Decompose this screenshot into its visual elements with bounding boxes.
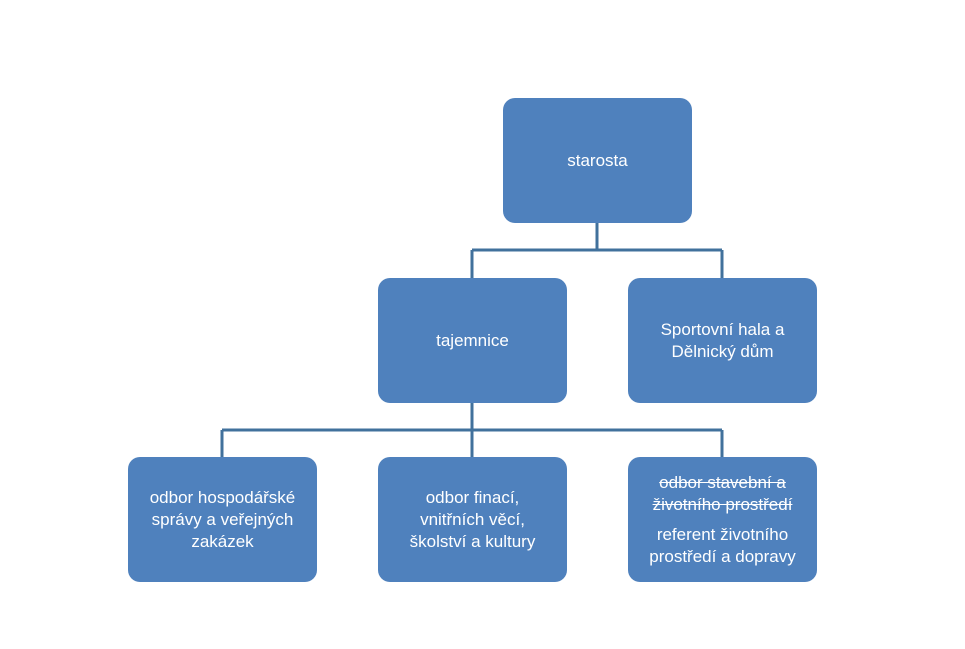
node-label: odbor hospodářské správy a veřejných zak…: [149, 487, 296, 551]
node-label: odbor finací, vnitřních věcí, školství a…: [409, 487, 536, 551]
node-economic-dept: odbor hospodářské správy a veřejných zak…: [128, 457, 317, 582]
node-starosta: starosta: [503, 98, 692, 223]
node-label: starosta: [567, 150, 628, 170]
node-tajemnice: tajemnice: [378, 278, 567, 403]
node-label: Sportovní hala a Dělnický dům: [660, 319, 785, 361]
connector-secretary: [220, 402, 724, 457]
node-finance-dept: odbor finací, vnitřních věcí, školství a…: [378, 457, 567, 582]
node-environment: odbor stavební a životního prostředí ref…: [628, 457, 817, 582]
node-label: referent životního prostředí a dopravy: [649, 524, 796, 566]
node-label-struck: odbor stavební a životního prostředí: [652, 472, 793, 514]
node-sports-hall: Sportovní hala a Dělnický dům: [628, 278, 817, 403]
node-label: tajemnice: [436, 330, 509, 350]
connector-root: [470, 222, 724, 278]
